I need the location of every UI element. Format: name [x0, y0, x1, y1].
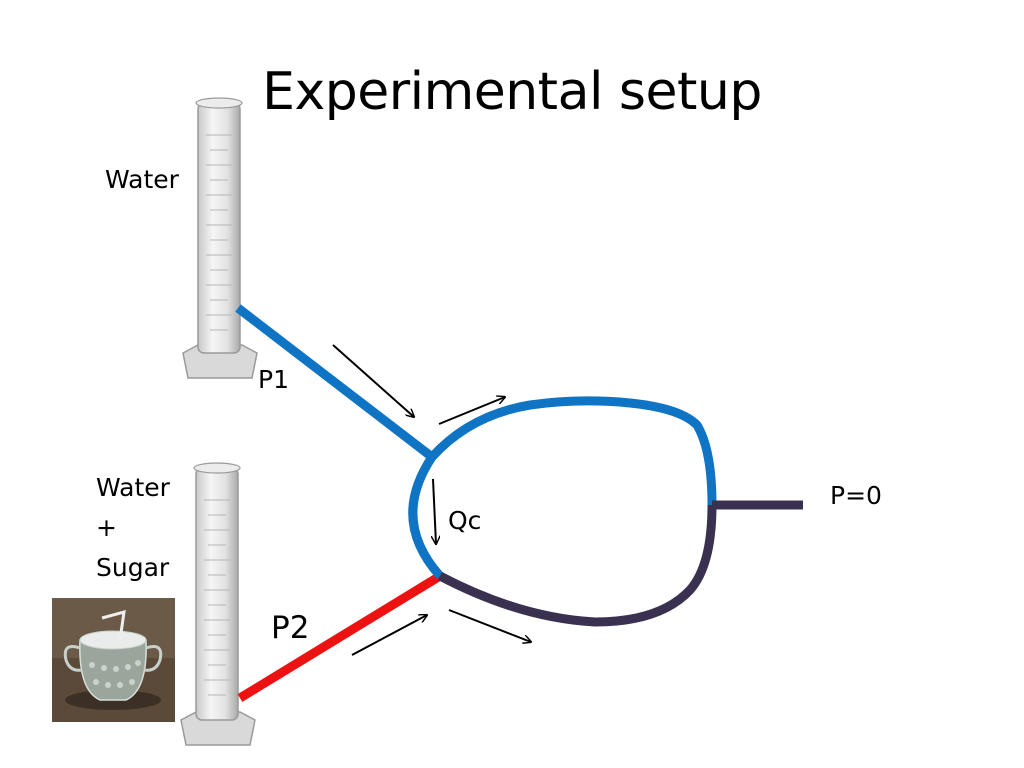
graduated-cylinder-icon	[182, 97, 258, 379]
label-outlet: P=0	[830, 481, 882, 510]
flow-arrow-upper	[438, 397, 505, 425]
inlet-channel-water	[235, 304, 435, 461]
label-qc: Qc	[448, 506, 482, 535]
connecting-channel	[408, 454, 444, 579]
label-water-sugar-line3: Sugar	[96, 553, 170, 582]
flow-arrow-p2	[351, 615, 427, 656]
label-p1: P1	[258, 365, 289, 394]
flow-arrow-lower	[448, 609, 531, 642]
label-water-top: Water	[105, 165, 179, 194]
inlet-channel-sugar	[237, 572, 443, 702]
graduated-cylinder-icon	[180, 462, 256, 746]
label-water-sugar: Water + Sugar	[96, 468, 170, 588]
lower-channel	[437, 504, 717, 627]
sugar-bowl-photo	[52, 598, 175, 722]
slide-title: Experimental setup	[262, 62, 762, 122]
flow-arrow-p1	[332, 344, 414, 417]
flow-arrow-qc	[433, 478, 436, 544]
label-water-sugar-line1: Water	[96, 473, 170, 502]
label-water-sugar-line2: +	[96, 513, 117, 542]
upper-channel	[428, 396, 717, 506]
label-p2: P2	[271, 610, 310, 646]
